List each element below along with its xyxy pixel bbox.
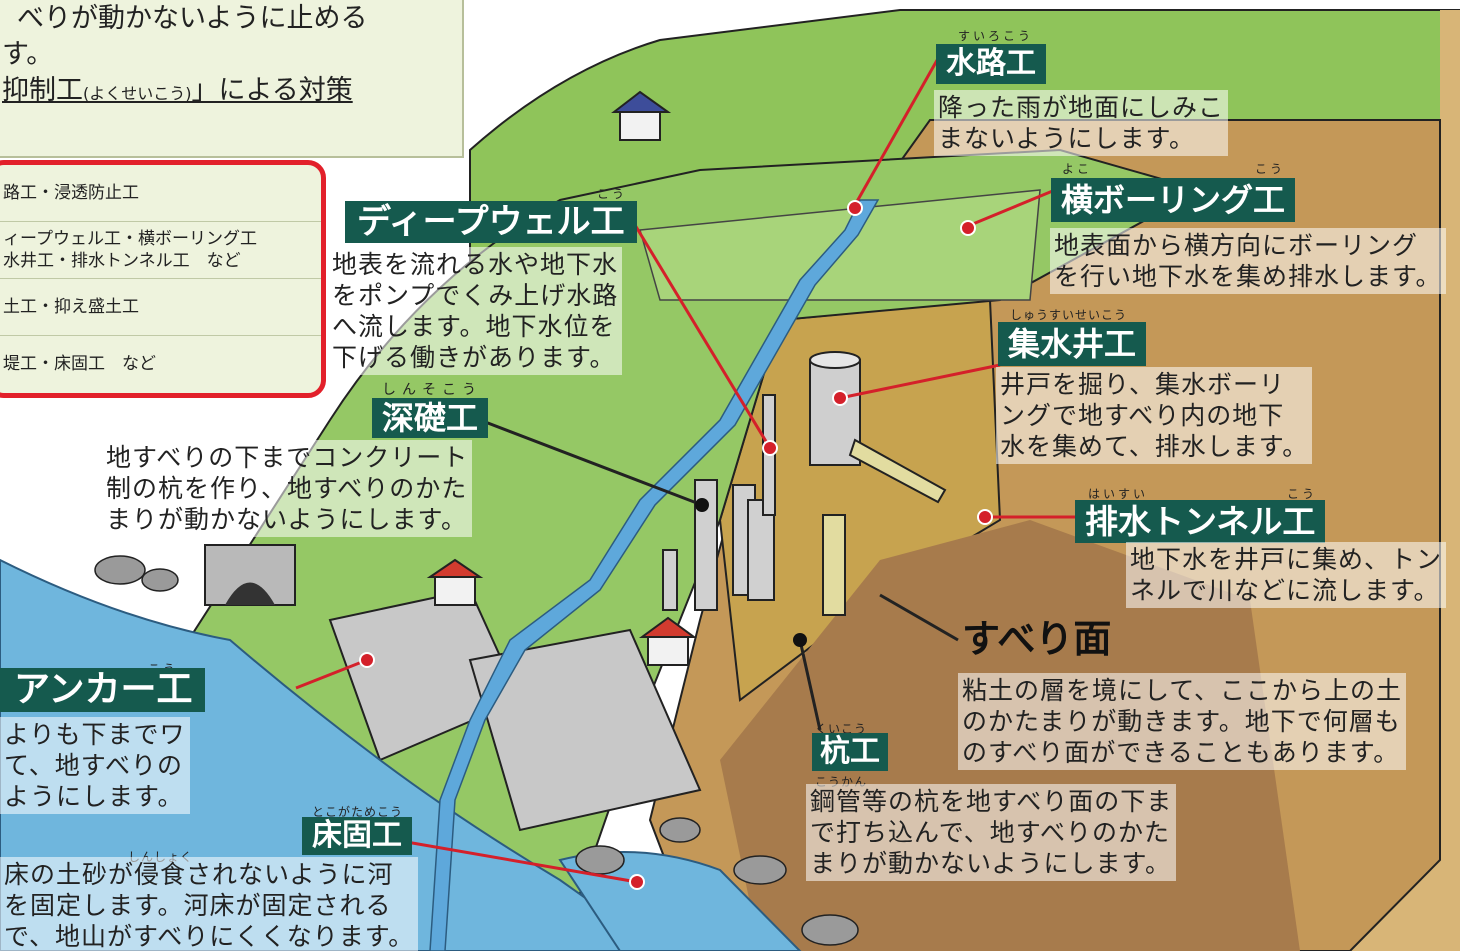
method-row: ィープウェル工・横ボーリング工水井工・排水トンネル工 など bbox=[0, 222, 321, 279]
yoko-desc: 地表面から横方向にボーリングを行い地下水を集め排水します。 bbox=[1050, 228, 1446, 294]
kui-desc: 鋼管等の杭を地すべり面の下まで打ち込んで、地すべりのかたまりが動かないようにしま… bbox=[806, 784, 1177, 881]
intro-line-2: す。 bbox=[2, 39, 54, 70]
intro-box: べりが動かないように止める す。 抑制工(よくせいこう)」による対策 bbox=[0, 0, 464, 158]
tokogatame-ruby: とこがためこう bbox=[312, 805, 404, 819]
intro-line-1: べりが動かないように止める bbox=[17, 3, 368, 34]
shusui-desc: 井戸を掘り、集水ボーリングで地すべり内の地下水を集めて、排水します。 bbox=[996, 367, 1313, 464]
yoko-ruby-right: こう bbox=[1255, 162, 1286, 176]
method-list: 路工・浸透防止工 ィープウェル工・横ボーリング工水井工・排水トンネル工 など 土… bbox=[0, 160, 326, 398]
shusui-title: 集水井工 bbox=[998, 322, 1147, 366]
yoko-ruby-left: よこ bbox=[1062, 162, 1093, 176]
anchor-desc: よりも下までワて、地すべりのようにします。 bbox=[0, 717, 190, 814]
slip-surface-desc: 粘土の層を境にして、ここから上の土のかたまりが動きます。地下で何層ものすべり面が… bbox=[958, 673, 1407, 770]
intro-keyword: 抑制工 bbox=[2, 75, 83, 106]
river bbox=[0, 558, 662, 951]
suiro-desc: 降った雨が地面にしみこまないようにします。 bbox=[934, 90, 1229, 156]
shinso-ruby: しんそこう bbox=[382, 382, 482, 398]
intro-keyword-reading: (よくせいこう) bbox=[83, 84, 192, 103]
deep-desc: 地表を流れる水や地下水をポンプでくみ上げ水路へ流します。地下水位を下げる働きがあ… bbox=[328, 247, 623, 375]
anchor-title: アンカー工 bbox=[0, 668, 205, 712]
haisui-ruby-left: はいすい bbox=[1088, 487, 1149, 501]
drain-pipe bbox=[848, 438, 947, 504]
haisui-title: 排水トンネル工 bbox=[1075, 500, 1326, 543]
method-row: 土工・抑え盛土工 bbox=[0, 279, 321, 336]
suiro-ruby: すいろこう bbox=[958, 29, 1034, 43]
deep-title: ディープウェル工 bbox=[345, 201, 637, 243]
tokogatame-desc: 床の土砂が侵食されないように河を固定します。河床が固定されるで、地山がすべりにく… bbox=[0, 857, 419, 951]
method-row: 堤工・床固工 など bbox=[3, 354, 156, 374]
leader-lines bbox=[295, 54, 1075, 884]
method-row: 路工・浸透防止工 bbox=[0, 165, 321, 222]
yoko-title: 横ボーリング工 bbox=[1051, 178, 1296, 222]
shusui-ruby: しゅうすいせいこう bbox=[1010, 308, 1128, 322]
tokogatame-title: 床固工 bbox=[302, 817, 412, 855]
intro-tail: 」による対策 bbox=[191, 75, 353, 106]
kui-ruby: くいこう bbox=[815, 722, 868, 736]
slip-surface-title: すべり面 bbox=[962, 617, 1112, 661]
water-channel bbox=[429, 199, 880, 951]
suiro-title: 水路工 bbox=[936, 44, 1046, 84]
anchor-wall-right bbox=[468, 628, 702, 832]
intro-line-3: 抑制工(よくせいこう)」による対策 bbox=[2, 68, 353, 107]
rocks bbox=[94, 555, 859, 946]
deep-piles bbox=[662, 394, 846, 616]
haisui-ruby-right: こう bbox=[1287, 487, 1318, 501]
kui-title: 杭工 bbox=[812, 733, 888, 771]
deep-ruby: こう bbox=[597, 187, 628, 201]
houses bbox=[426, 90, 698, 666]
shinso-desc: 地すべりの下までコンクリート制の杭を作り、地すべりのかたまりが動かないようにしま… bbox=[102, 440, 473, 537]
shinso-title: 深礎工 bbox=[372, 398, 489, 438]
haisui-desc: 地下水を井戸に集め、トンネルで川などに流します。 bbox=[1126, 542, 1447, 608]
